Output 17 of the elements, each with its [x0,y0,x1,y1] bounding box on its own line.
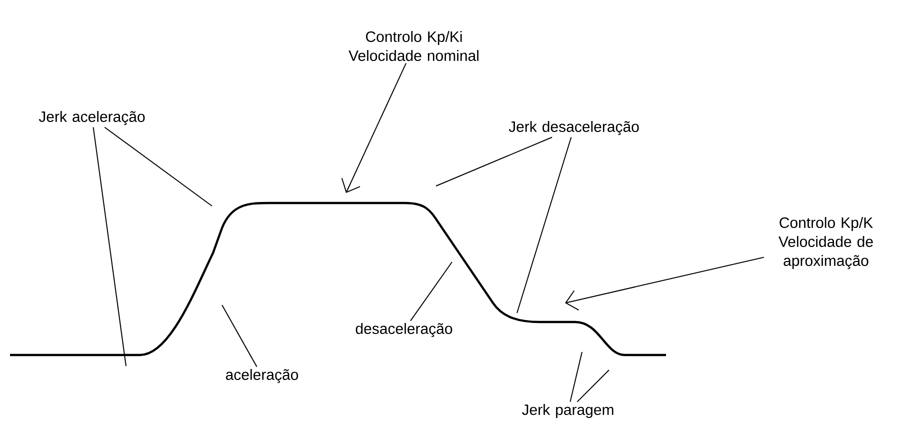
leader-line [222,304,258,368]
leader-line [436,136,553,186]
leader-line [516,136,572,314]
leader-line [576,370,610,402]
text-label: Jerk paragem [522,404,614,418]
leader-line [410,262,452,322]
arrow [565,256,764,311]
text-label: Jerk desaceleração [508,120,639,136]
text-label: Controlo Kp/Ki Velocidade nominal [348,31,478,61]
leader-line [570,352,582,402]
text-label: desaceleração [356,322,452,338]
arrow [341,62,407,193]
text-label: aceleração [226,368,298,384]
text-label: Jerk aceleração [38,110,145,126]
text-label: Controlo Kp/K Velocidade de aproximação [778,216,873,270]
leader-line [104,126,212,206]
leader-line [92,126,126,366]
